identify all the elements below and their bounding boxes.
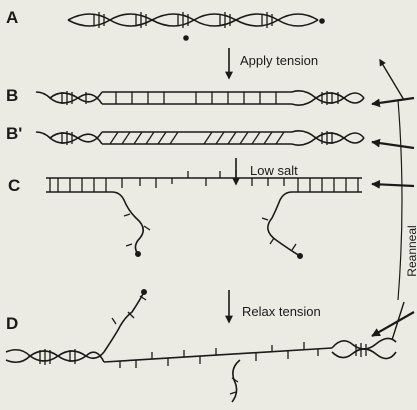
panel-label-b: B — [6, 86, 19, 105]
step-label-relax-tension: Relax tension — [242, 304, 321, 319]
panel-label-d: D — [6, 314, 19, 333]
helix-row-c — [46, 170, 362, 260]
step-label-low-salt: Low salt — [250, 163, 298, 178]
panel-label-a: A — [6, 8, 19, 27]
panel-label-b-prime: B' — [6, 124, 23, 143]
helix-row-d — [5, 288, 397, 403]
side-label-reanneal: Reanneal — [405, 225, 417, 277]
force-arrows — [371, 58, 415, 341]
helix-row-a — [67, 12, 325, 41]
panel-label-c: C — [8, 176, 21, 195]
step-label-apply-tension: Apply tension — [240, 53, 319, 68]
helix-row-b — [35, 90, 365, 106]
helix-row-b-prime — [35, 130, 365, 146]
